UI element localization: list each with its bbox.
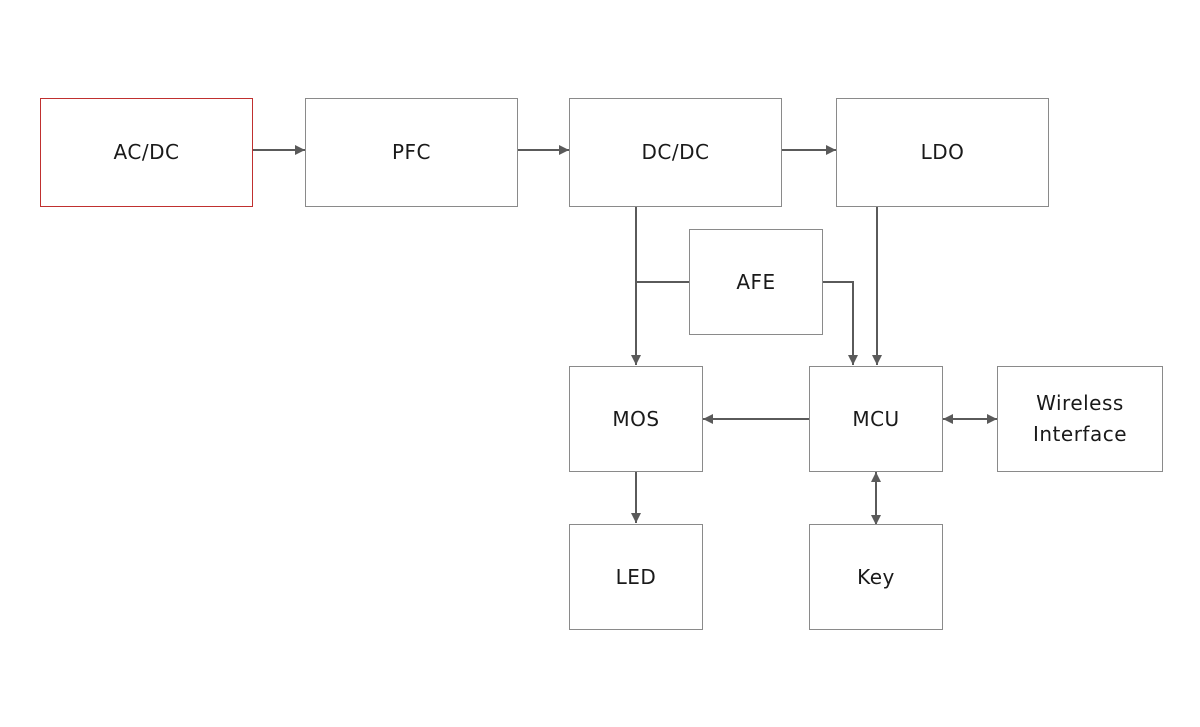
- dcdc-block: DC/DC: [569, 98, 782, 207]
- key-label: Key: [857, 564, 895, 589]
- key-block: Key: [809, 524, 943, 630]
- afe-label: AFE: [736, 269, 776, 294]
- mos-label: MOS: [612, 406, 660, 431]
- mos-block: MOS: [569, 366, 703, 472]
- pfc-label: PFC: [391, 140, 432, 164]
- pfc-block: PFC: [305, 98, 518, 207]
- mcu-block: MCU: [809, 366, 943, 472]
- mcu-label: MCU: [852, 406, 900, 431]
- arrow-afe-to-mcu: [823, 281, 858, 365]
- acdc-label: AC/DC: [113, 140, 180, 164]
- ldo-label: LDO: [920, 140, 965, 164]
- dcdc-label: DC/DC: [641, 140, 710, 164]
- wireless-interface-label: Wireless Interface: [1032, 391, 1128, 446]
- led-label: LED: [615, 564, 657, 589]
- ldo-block: LDO: [836, 98, 1049, 207]
- led-block: LED: [569, 524, 703, 630]
- acdc-block: AC/DC: [40, 98, 253, 207]
- afe-block: AFE: [689, 229, 823, 335]
- wireless-interface-block: Wireless Interface: [997, 366, 1163, 472]
